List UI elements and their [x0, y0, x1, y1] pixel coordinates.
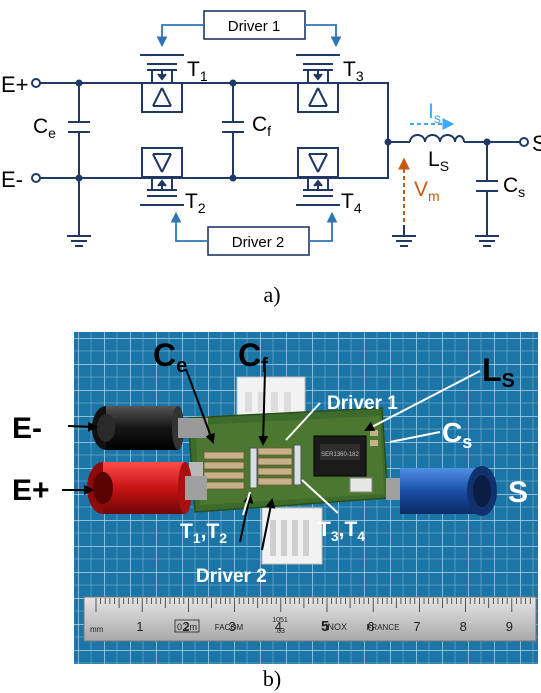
terminal-s	[519, 137, 529, 147]
label-t1: T1	[187, 58, 208, 84]
label-t3: T3	[343, 58, 364, 84]
label-t4: T4	[341, 190, 362, 216]
ruler-text-france: FRANCE	[367, 623, 400, 632]
photo-label-e-plus: E+	[12, 474, 50, 507]
terminal-e-minus	[31, 173, 41, 183]
ruler-number: 9	[506, 619, 513, 634]
e-minus-jack	[92, 406, 208, 450]
ruler-number: 7	[413, 619, 420, 634]
label-cf: Cf	[252, 113, 271, 139]
driver-2-box	[207, 226, 310, 256]
photo-label-cf: Cf	[238, 337, 268, 377]
ruler-number: 8	[460, 619, 467, 634]
photo-label-t12: T1,T2	[180, 520, 227, 546]
ruler-text-02m: 0.2m	[177, 622, 197, 632]
ruler-number: 3	[229, 619, 236, 634]
junction-dots	[75, 79, 491, 182]
ruler-text-facom: FACOM	[215, 623, 244, 632]
photo-label-e-minus: E-	[12, 412, 42, 445]
pcb-board: SER1360-182	[187, 407, 389, 513]
label-vm: Vm	[414, 178, 440, 204]
ground-symbol-vm	[392, 235, 416, 247]
photo-label-ls: LS	[482, 352, 515, 392]
terminal-e-plus	[31, 78, 41, 88]
photo: SER1360-182	[12, 332, 538, 691]
transistor-t4	[296, 147, 340, 206]
label-ls: LS	[428, 148, 449, 174]
ruler-text-inox: INOX	[325, 622, 347, 632]
inductor-ls	[409, 134, 465, 143]
photo-label-driver2: Driver 2	[196, 566, 267, 587]
photo-label-s: S	[508, 476, 528, 509]
steel-ruler: mm 12345678910 0.2m FACOM 1051 .03 INOX …	[83, 596, 537, 642]
label-is: Is	[428, 100, 441, 126]
label-e-minus: E-	[1, 167, 23, 192]
driver-2-label: Driver 2	[232, 234, 285, 251]
transistor-t3	[296, 54, 340, 113]
capacitors-cf	[257, 447, 293, 486]
caption-a: a)	[263, 282, 280, 307]
ground-symbol-ce	[67, 235, 91, 247]
ruler-text-1051: 1051	[272, 617, 288, 624]
ruler-number: 6	[367, 619, 374, 634]
s-jack	[386, 466, 497, 516]
driver-2-arrows	[170, 211, 338, 242]
ruler-number: 5	[321, 618, 329, 635]
label-ce: Ce	[33, 115, 56, 141]
schematic	[31, 10, 529, 256]
ruler-text-03: .03	[275, 628, 285, 635]
e-plus-jack	[87, 462, 207, 514]
ruler-number: 4	[275, 619, 282, 634]
photo-label-t34: T3,T4	[318, 518, 365, 544]
transistor-t2	[140, 147, 184, 206]
label-t2: T2	[185, 190, 206, 216]
driver-1-arrows	[156, 24, 342, 48]
ground-symbol-cs	[475, 235, 499, 247]
bottom-connector	[261, 507, 323, 565]
ruler-number: 2	[182, 619, 189, 634]
svg-text:SER1360-182: SER1360-182	[321, 452, 359, 458]
inductor-ls-component: SER1360-182	[313, 435, 367, 477]
label-cs: Cs	[503, 174, 525, 200]
label-s-out: S	[532, 131, 541, 156]
ruler-number: 1	[136, 619, 143, 634]
photo-label-ce: Ce	[153, 337, 187, 377]
label-e-plus: E+	[1, 72, 29, 97]
transistor-t1	[140, 54, 184, 113]
driver-1-label: Driver 1	[228, 18, 281, 35]
ruler-unit-mm: mm	[90, 625, 104, 634]
photo-label-driver1: Driver 1	[327, 393, 398, 414]
caption-b: b)	[263, 666, 281, 691]
photo-label-cs: Cs	[442, 417, 472, 452]
